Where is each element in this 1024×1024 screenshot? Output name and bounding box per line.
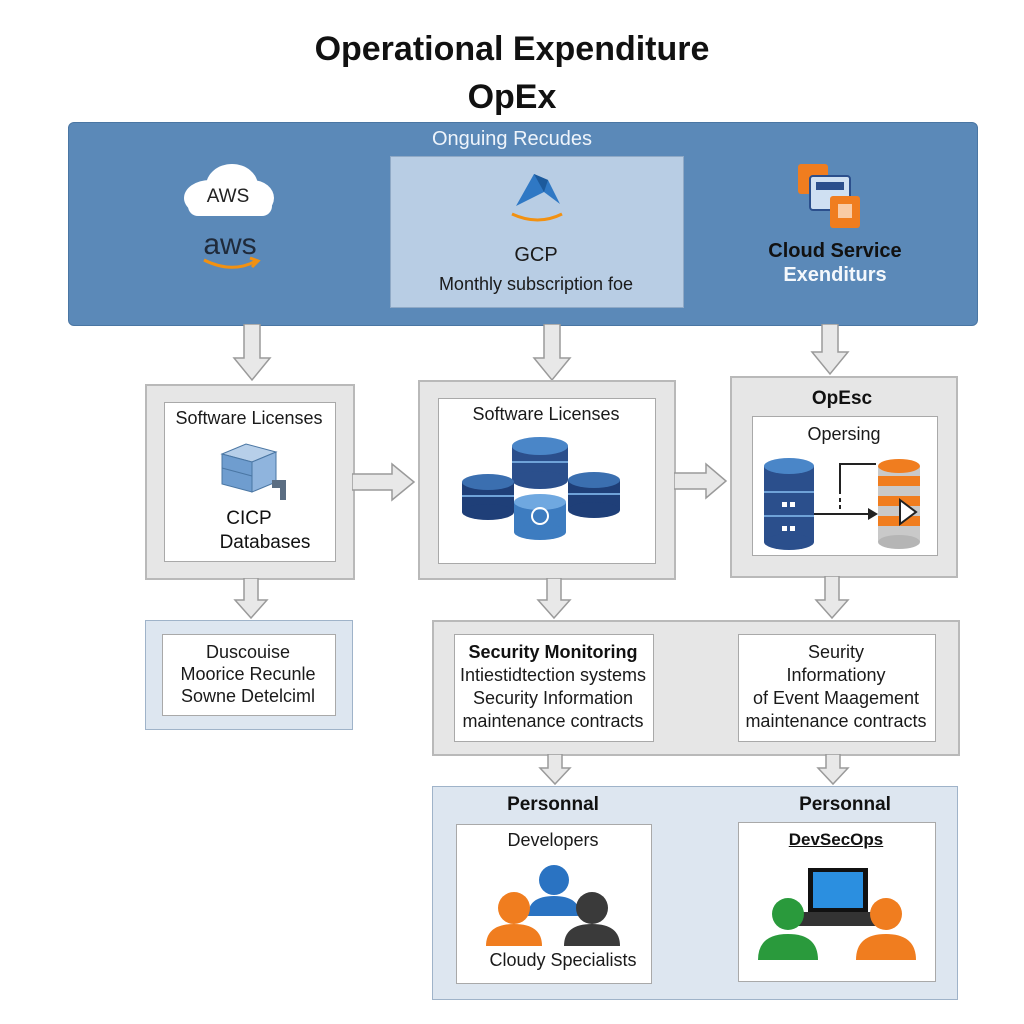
arrow-right (674, 462, 728, 500)
arrow-down (233, 578, 269, 620)
security-monitoring-title: Security Monitoring (468, 642, 638, 662)
personnel-header-right: Personnal (799, 794, 891, 815)
arrow-down (538, 754, 572, 786)
security-monitoring-line3: maintenance contracts (462, 711, 644, 731)
databases-label: Databases (219, 532, 311, 553)
band-header: Onguing Recudes (431, 128, 593, 150)
arrow-down (814, 576, 850, 620)
discovery-line2: Moorice Recunle (180, 664, 316, 684)
arrow-right (352, 462, 416, 502)
arrow-down (810, 324, 850, 376)
discovery-line3: Sowne Detelciml (180, 686, 316, 706)
devsecops-label: DevSecOps (788, 830, 884, 849)
devsecops-team-icon (752, 864, 922, 962)
arrow-down (816, 754, 850, 786)
developers-label: Developers (507, 830, 599, 850)
security-monitoring-line2: Security Information (472, 688, 634, 708)
arrow-down (232, 324, 272, 382)
operating-label: Opersing (807, 424, 881, 444)
discovery-line1: Duscouise (205, 642, 291, 662)
siem-line2: Informationy (786, 665, 886, 685)
discovery-card (162, 634, 336, 716)
siem-line3: of Event Maagement (752, 688, 920, 708)
data-migration-icon (760, 454, 930, 550)
gcp-label: GCP (514, 244, 558, 266)
aws-cloud-label: AWS (206, 186, 250, 207)
opex-label: OpEsc (811, 388, 873, 409)
cloud-service-label: Cloud Service (768, 240, 902, 262)
security-monitoring-line1: Intiestidtection systems (459, 665, 647, 685)
gcp-subscription: Monthly subscription foe (438, 274, 634, 294)
gcp-arrow-icon (508, 170, 568, 228)
arrow-down (532, 324, 572, 382)
siem-card (738, 634, 936, 742)
aws-logo-text: aws (203, 228, 257, 261)
databases-cluster-icon (460, 436, 640, 546)
server-box-icon (218, 440, 294, 502)
siem-line1: Seurity (807, 642, 865, 662)
cloud-service-sublabel: Exenditurs (783, 264, 887, 286)
personnel-header-left: Personnal (507, 794, 599, 815)
arrow-down (536, 578, 572, 620)
security-monitoring-card (454, 634, 654, 742)
cicp-label: CICP (226, 508, 272, 529)
software-licenses-label-middle: Software Licenses (472, 404, 620, 424)
page-title: Operational Expenditure (314, 30, 710, 68)
software-licenses-label-left: Software Licenses (175, 408, 323, 428)
page-subtitle: OpEx (467, 78, 557, 116)
aws-cloud-icon (180, 160, 276, 220)
aws-smile-icon (202, 256, 262, 272)
cloudy-specialists-label: Cloudy Specialists (489, 950, 637, 970)
cloud-service-icon (796, 160, 866, 232)
siem-line4: maintenance contracts (745, 711, 927, 731)
team-people-icon (484, 860, 624, 946)
